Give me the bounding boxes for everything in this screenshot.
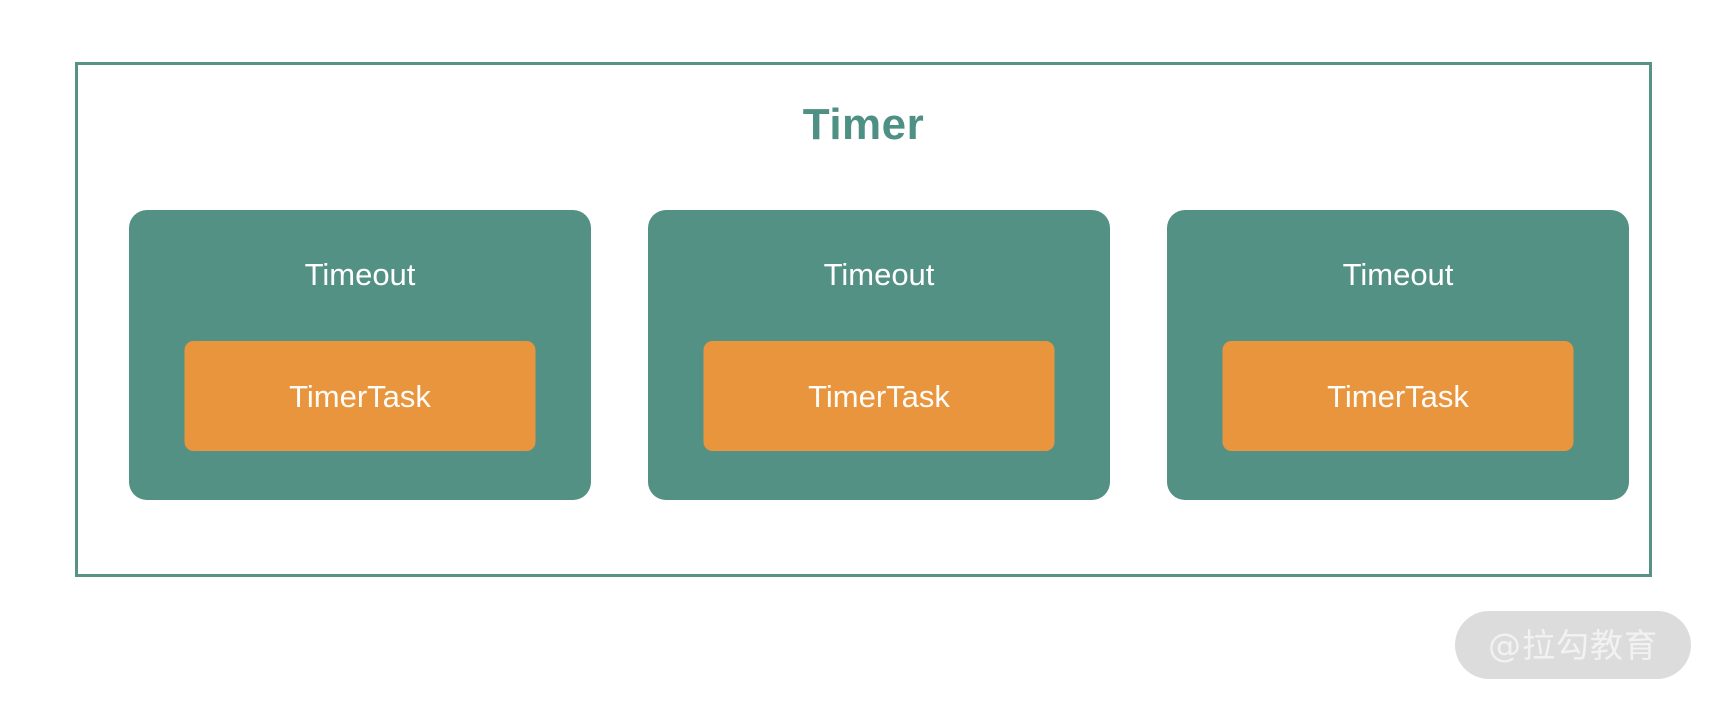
watermark-badge: @拉勾教育 — [1455, 611, 1691, 679]
page-title: Timer — [802, 100, 925, 149]
timeout-label: Timeout — [823, 257, 935, 292]
timertask-box[interactable]: TimerTask — [184, 341, 536, 451]
watermark-text: @拉勾教育 — [1488, 625, 1658, 665]
timeout-card[interactable]: Timeout TimerTask — [1167, 210, 1629, 500]
timer-diagram-frame: Timer Timeout TimerTask Timeout TimerTas… — [75, 62, 1652, 577]
timeout-card[interactable]: Timeout TimerTask — [648, 210, 1110, 500]
timertask-label: TimerTask — [808, 378, 950, 414]
timertask-label: TimerTask — [289, 378, 431, 414]
timertask-label: TimerTask — [1327, 378, 1469, 414]
timeout-card-list: Timeout TimerTask Timeout TimerTask Time… — [129, 210, 1649, 500]
timeout-label: Timeout — [1342, 257, 1454, 292]
timertask-box[interactable]: TimerTask — [703, 341, 1055, 451]
timeout-card[interactable]: Timeout TimerTask — [129, 210, 591, 500]
timertask-box[interactable]: TimerTask — [1222, 341, 1574, 451]
timeout-label: Timeout — [304, 257, 416, 292]
